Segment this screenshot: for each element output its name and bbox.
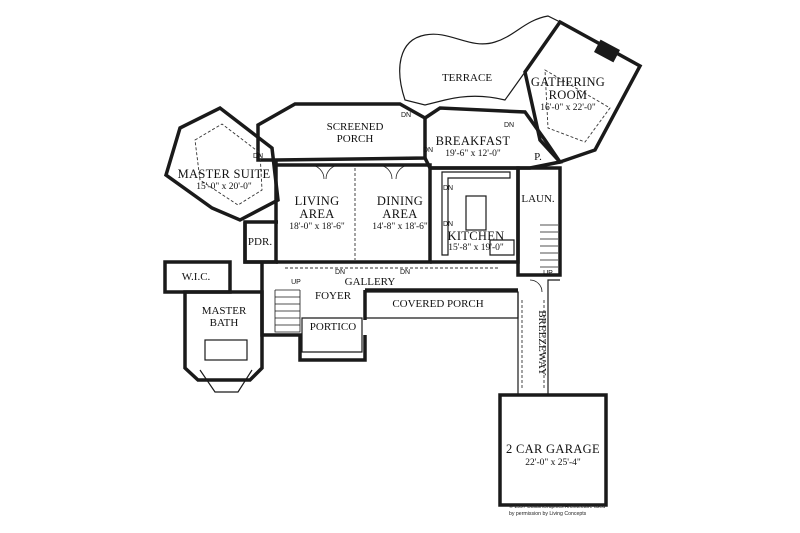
bathtub [204, 339, 248, 361]
garage-wall [498, 393, 608, 507]
garage-label: 2 CAR GARAGE [506, 442, 600, 456]
up-marker: UP [543, 270, 553, 277]
breezeway-posts [521, 300, 545, 390]
portico-outline [301, 317, 363, 353]
breezeway-label: BREEZEWAY [536, 310, 548, 376]
door-swing [395, 164, 411, 180]
kitchen-counter-2 [489, 239, 515, 256]
covered-porch-wall [363, 288, 518, 320]
kitchen-label: KITCHEN [448, 229, 505, 243]
dining-area-label: DINING [377, 194, 423, 208]
gathering-room-beam [544, 69, 611, 143]
dining-area-dims: 14'-8" x 18'-6" [372, 222, 428, 232]
door-swing [529, 279, 543, 293]
dn-marker: DN [401, 112, 411, 119]
wic-label: W.I.C. [182, 271, 211, 283]
breakfast-label: BREAKFAST [436, 134, 511, 148]
covered-porch-label: COVERED PORCH [392, 298, 483, 310]
living-area-dims: 18'-0" x 18'-6" [289, 222, 345, 232]
dn-marker: DN [443, 221, 453, 228]
dn-marker: DN [443, 185, 453, 192]
master-suite-label: MASTER SUITE [178, 167, 271, 181]
screened-porch-label-2: PORCH [337, 133, 374, 145]
gallery-label: GALLERY [345, 276, 396, 288]
foyer-label: FOYER [315, 290, 352, 302]
dn-marker: DN [423, 147, 433, 154]
screened-porch-label: SCREENED [327, 121, 384, 133]
laundry-label: LAUN. [521, 193, 555, 205]
dn-marker: DN [400, 269, 410, 276]
foyer-stair [274, 289, 301, 333]
dn-marker: DN [335, 269, 345, 276]
copyright-line-1: © 1997 BuildinGraphics Architecture used [509, 503, 605, 510]
copyright-line-2: by permission by Living Concepts [509, 511, 587, 517]
breakfast-dims: 19'-6" x 12'-0" [445, 149, 501, 159]
kitchen-counter [441, 171, 511, 256]
laundry-stair [540, 224, 558, 268]
living-area-label: LIVING [295, 194, 340, 208]
door-swing [325, 164, 341, 180]
master-bath-label: MASTER [202, 305, 247, 317]
dn-marker: DN [504, 122, 514, 129]
gathering-room-dims: 16'-0" x 22'-0" [540, 103, 596, 113]
master-suite-dims: 15'-0" x 20'-0" [196, 182, 252, 192]
fireplace [594, 39, 620, 63]
dn-marker: DN [253, 153, 263, 160]
living-dining-wall [276, 163, 432, 264]
master-suite-tray [194, 123, 263, 206]
master-suite-wall [163, 105, 280, 222]
master-bath-wall [183, 290, 264, 382]
screened-porch-wall [256, 102, 427, 162]
living-area-label-2: AREA [299, 207, 334, 221]
portico-label: PORTICO [310, 321, 356, 333]
door-swing [309, 164, 325, 180]
dining-area-label-2: AREA [382, 207, 417, 221]
powder-room-wall [243, 222, 278, 264]
master-bath-label-2: BATH [210, 317, 239, 329]
gathering-room-label: GATHERING [531, 75, 605, 89]
laundry-wall [516, 166, 562, 277]
garage-dims: 22'-0" x 25'-4" [525, 458, 581, 468]
kitchen-island [465, 195, 487, 231]
up-marker: UP [291, 279, 301, 286]
gathering-room-label-2: ROOM [549, 88, 588, 102]
terrace-label: TERRACE [442, 72, 492, 84]
terrace-outline [399, 15, 561, 106]
kitchen-dims: 15'-8" x 19'-0" [448, 243, 504, 253]
powder-label: PDR. [248, 236, 272, 248]
pantry-label: P. [534, 151, 542, 163]
master-bath-bay [199, 369, 253, 393]
door-swing [377, 164, 393, 180]
